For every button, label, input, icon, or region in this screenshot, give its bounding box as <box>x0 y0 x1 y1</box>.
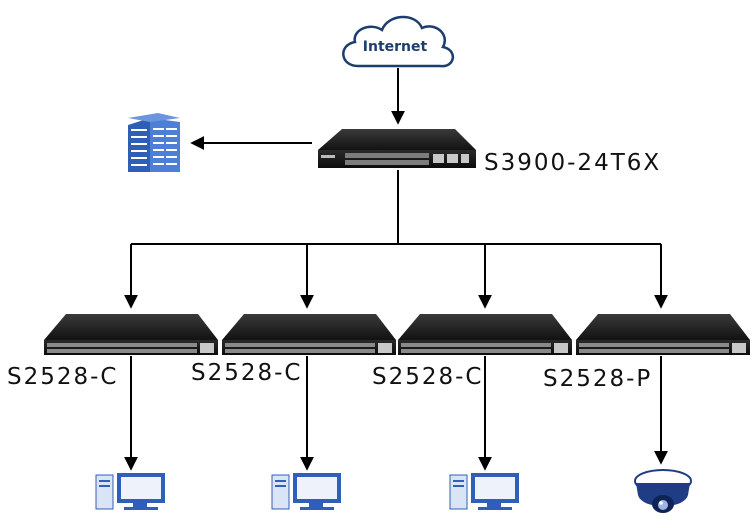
access-switch-2-label: S2528-C <box>191 360 303 386</box>
access-switch-2 <box>222 314 396 355</box>
core-switch-label: S3900-24T6X <box>484 150 662 176</box>
desktop-computer-icon <box>271 473 341 510</box>
access-switch-3-label: S2528-C <box>372 364 484 390</box>
internet-cloud: Internet <box>342 15 454 68</box>
connection-lines <box>124 68 668 471</box>
internet-label: Internet <box>363 39 428 55</box>
core-switch <box>318 129 476 168</box>
server-rack-icon <box>128 113 180 172</box>
desktop-computer-icon <box>95 473 165 510</box>
dome-camera-icon <box>634 469 692 513</box>
access-switch-4-label: S2528-P <box>543 366 653 392</box>
access-switch-1 <box>44 314 218 355</box>
access-switch-4 <box>576 314 750 355</box>
desktop-computer-icon <box>449 473 519 510</box>
access-switch-1-label: S2528-C <box>7 364 119 390</box>
access-switch-3 <box>398 314 572 355</box>
